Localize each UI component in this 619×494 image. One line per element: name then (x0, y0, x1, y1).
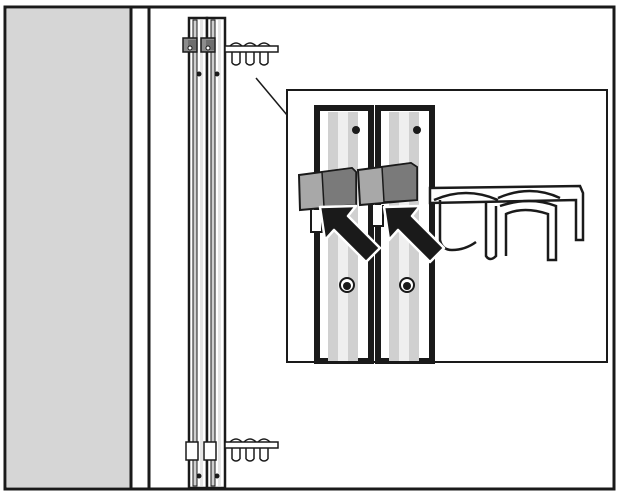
rail-hole (214, 473, 220, 479)
rail-hole (214, 71, 220, 77)
rail-hole (196, 71, 202, 77)
bottom-holder-rack (185, 438, 279, 462)
door-panel (7, 9, 131, 487)
press-arrow-icon (318, 204, 382, 264)
top-clips (182, 37, 216, 53)
rail-right (205, 16, 227, 490)
top-holder-rack (224, 42, 279, 66)
detail-clip-left (297, 166, 357, 233)
detail-clip-right (356, 161, 418, 227)
detail-rail-hole (403, 282, 411, 290)
rail-left (187, 16, 209, 490)
callout-leader (255, 77, 288, 116)
press-arrow-icon (382, 204, 446, 264)
detail-rail-hole (343, 282, 351, 290)
rail-hole (196, 473, 202, 479)
detail-callout-content (297, 105, 585, 364)
